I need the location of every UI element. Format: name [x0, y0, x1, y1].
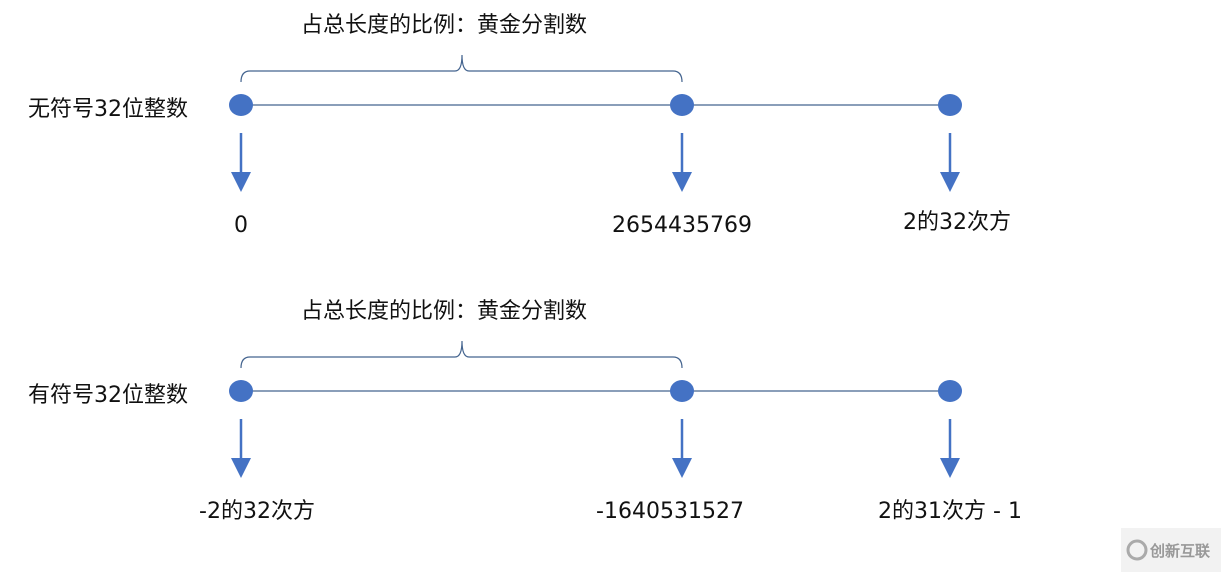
- ratio-caption: 占总长度的比例：黄金分割数: [301, 299, 587, 324]
- point-dot: [938, 94, 962, 116]
- point-dot: [229, 380, 253, 402]
- row-label: 有符号32位整数: [28, 383, 188, 408]
- point-label: -2的32次方: [199, 499, 315, 524]
- point-label: 2654435769: [612, 213, 752, 238]
- point-label: 0: [234, 213, 248, 238]
- point-dot: [670, 94, 694, 116]
- point-label: 2的32次方: [903, 210, 1011, 235]
- point-dot: [229, 94, 253, 116]
- point-dot: [670, 380, 694, 402]
- point-dot: [938, 380, 962, 402]
- row-unsigned: 占总长度的比例：黄金分割数 无符号32位整数 0 2654435769 2的32…: [28, 13, 1011, 238]
- logo-x-icon: [1126, 539, 1148, 561]
- ratio-caption: 占总长度的比例：黄金分割数: [301, 13, 587, 38]
- point-label: 2的31次方 - 1: [878, 499, 1022, 524]
- brace: [240, 54, 683, 83]
- point-label: -1640531527: [596, 499, 744, 524]
- brace: [240, 340, 683, 369]
- watermark: 创新互联: [1121, 528, 1221, 572]
- watermark-text: 创新互联: [1149, 542, 1211, 560]
- row-signed: 占总长度的比例：黄金分割数 有符号32位整数 -2的32次方 -16405315…: [28, 299, 1022, 524]
- row-label: 无符号32位整数: [28, 97, 188, 122]
